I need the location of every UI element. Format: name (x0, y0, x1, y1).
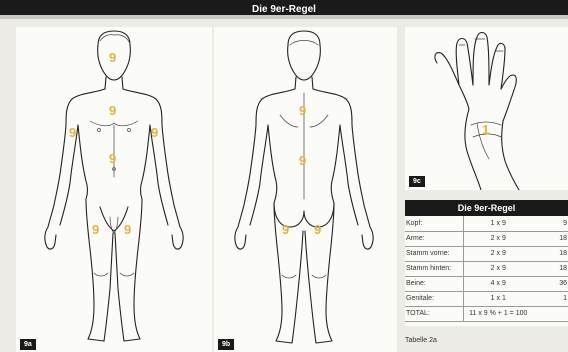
figure-back-body-panel: 9 9 9 9 9b (214, 27, 397, 352)
hand-palm-number: 1 (482, 122, 489, 137)
page-title-bar: Die 9er-Regel (0, 0, 568, 19)
table-cell-calc: 2 x 9 (463, 261, 533, 276)
table-cell-part: Genitale: (405, 291, 463, 306)
table-caption: Tabelle 2a (405, 337, 437, 344)
figure-label-9a: 9a (20, 339, 36, 350)
table-cell-value (533, 306, 568, 321)
table-cell-part: Beine: (405, 276, 463, 291)
table-cell-value: 18 (533, 246, 568, 261)
table-cell-calc: 2 x 9 (463, 246, 533, 261)
back-leg-right-number: 9 (314, 222, 321, 237)
front-arm-right-number: 9 (69, 125, 76, 140)
table-cell-calc: 11 x 9 % + 1 = 100 (463, 306, 533, 321)
figure-front-body-panel: 9 9 9 9 9 9 9 9a (16, 27, 212, 352)
front-chest-number: 9 (109, 103, 116, 118)
front-body-illustration: 9 9 9 9 9 9 9 (16, 27, 212, 352)
hand-illustration: 1 (405, 27, 568, 190)
table-cell-calc: 2 x 9 (463, 231, 533, 246)
front-abdomen-number: 9 (109, 151, 116, 166)
back-upper-number: 9 (299, 103, 306, 118)
back-leg-left-number: 9 (282, 222, 289, 237)
back-lower-number: 9 (299, 153, 306, 168)
table-title: Die 9er-Regel (405, 200, 568, 216)
front-leg-left-number: 9 (124, 222, 131, 237)
table-cell-part: Kopf: (405, 216, 463, 231)
table-cell-part: Stamm hinten: (405, 261, 463, 276)
page-title: Die 9er-Regel (252, 4, 316, 15)
table-cell-part: TOTAL: (405, 306, 463, 321)
table-row: TOTAL:11 x 9 % + 1 = 100 (405, 306, 568, 321)
front-leg-right-number: 9 (92, 222, 99, 237)
figure-label-9c: 9c (409, 176, 425, 187)
table-cell-value: 18 (533, 231, 568, 246)
table-cell-value: 1 (533, 291, 568, 306)
front-head-number: 9 (109, 50, 116, 65)
table-cell-part: Stamm vorne: (405, 246, 463, 261)
table-cell-calc: 1 x 1 (463, 291, 533, 306)
front-arm-left-number: 9 (151, 125, 158, 140)
table-cell-part: Arme: (405, 231, 463, 246)
table-cell-value: 9 (533, 216, 568, 231)
table-cell-calc: 4 x 9 (463, 276, 533, 291)
table-cell-value: 18 (533, 261, 568, 276)
table-cell-value: 36 (533, 276, 568, 291)
table-cell-calc: 1 x 9 (463, 216, 533, 231)
figure-hand-panel: 1 9c (405, 27, 568, 190)
back-body-illustration: 9 9 9 9 (214, 27, 397, 352)
figure-label-9b: 9b (218, 339, 234, 350)
